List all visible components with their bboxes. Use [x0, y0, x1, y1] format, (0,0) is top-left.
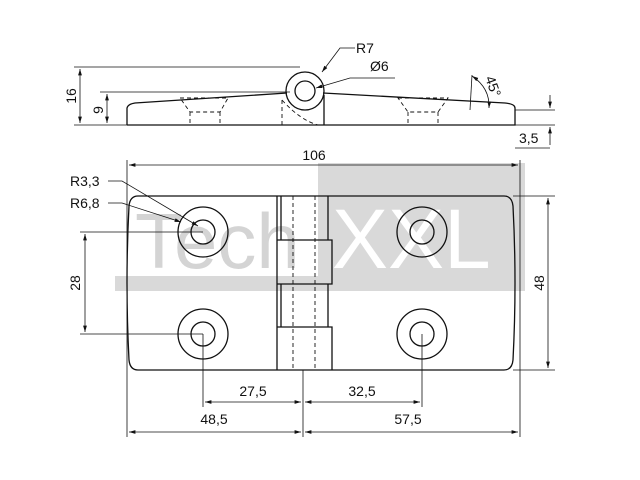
dim-pin-d6: Ø6 — [370, 58, 389, 74]
dim-hole-radius: R3,3 — [70, 173, 100, 189]
dim-length-106: 106 — [302, 147, 326, 163]
dim-angle-45: 45° — [482, 74, 504, 99]
dim-height-9: 9 — [90, 106, 106, 114]
side-view: 16 9 3,5 45° R7 Ø6 — [63, 40, 555, 149]
watermark: Tech XXL — [115, 163, 525, 291]
dim-counterbore-radius: R6,8 — [70, 195, 100, 211]
front-view: 106 48 28 27,5 32,5 48,5 57,5 R3,3 R6,8 — [67, 147, 555, 437]
dim-32-5: 32,5 — [348, 383, 375, 399]
watermark-text-tech: Tech — [135, 197, 300, 285]
dim-48-5: 48,5 — [200, 411, 227, 427]
dim-thickness-3-5: 3,5 — [519, 130, 539, 146]
dim-height-16: 16 — [63, 88, 79, 104]
dim-57-5: 57,5 — [394, 411, 421, 427]
dim-knuckle-r7: R7 — [356, 40, 374, 56]
dim-width-48: 48 — [531, 275, 547, 291]
watermark-text-xxl: XXL — [332, 192, 491, 286]
dim-27-5: 27,5 — [239, 383, 266, 399]
dim-hole-spacing-28: 28 — [67, 275, 83, 291]
